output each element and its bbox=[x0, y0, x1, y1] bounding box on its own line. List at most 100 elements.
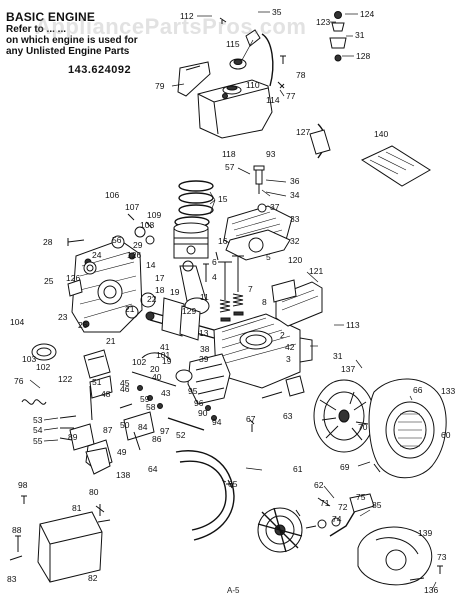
diagram-header: BASIC ENGINE Refer to ... ... on which e… bbox=[6, 10, 138, 76]
part-label: 60 bbox=[441, 430, 451, 440]
leader-lines bbox=[29, 11, 437, 591]
part-label: 121 bbox=[309, 266, 323, 276]
part-label: 75 bbox=[356, 492, 366, 502]
part-label: 19 bbox=[162, 356, 172, 366]
part-label: 139 bbox=[418, 528, 432, 538]
flywheel bbox=[313, 379, 375, 453]
part-label: 69 bbox=[340, 462, 350, 472]
part-label: 90 bbox=[198, 408, 208, 418]
part-label: 74 bbox=[332, 514, 342, 524]
page-code: A-5 bbox=[227, 586, 240, 595]
part-label: 71 bbox=[320, 498, 330, 508]
part-label: 137 bbox=[341, 364, 355, 374]
rod-bolts bbox=[203, 251, 219, 282]
screw-set-top bbox=[219, 17, 286, 99]
part-label: 26 bbox=[78, 320, 88, 330]
part-label: 67 bbox=[246, 414, 256, 424]
small-hardware-center bbox=[205, 405, 255, 489]
crankshaft bbox=[145, 297, 215, 341]
part-label: 7 bbox=[248, 284, 253, 294]
part-label: 101 bbox=[156, 350, 170, 360]
part-label: 57 bbox=[225, 162, 235, 172]
diagram-title: BASIC ENGINE bbox=[6, 10, 96, 24]
base-plate bbox=[37, 511, 103, 583]
gasket-102 bbox=[83, 349, 111, 379]
breather-plate bbox=[271, 279, 297, 303]
part-label: 115 bbox=[226, 39, 240, 49]
part-label: 43 bbox=[161, 388, 171, 398]
part-label: 46 bbox=[120, 384, 130, 394]
part-label: 122 bbox=[58, 374, 72, 384]
lever-assembly bbox=[119, 403, 155, 451]
part-label: 126 bbox=[66, 273, 80, 283]
part-label: 45 bbox=[120, 378, 130, 388]
gasket-122 bbox=[89, 375, 113, 399]
part-label: 37 bbox=[270, 202, 280, 212]
fuel-line bbox=[309, 123, 331, 159]
part-label: 20 bbox=[150, 364, 160, 374]
part-label: 97 bbox=[160, 426, 170, 436]
part-label: 123 bbox=[316, 17, 330, 27]
part-label: 136 bbox=[424, 585, 438, 595]
starter-handle-arm bbox=[329, 493, 375, 537]
part-label: 128 bbox=[356, 51, 370, 61]
part-label: 79 bbox=[155, 81, 165, 91]
part-label: 109 bbox=[147, 210, 161, 220]
part-label: 84 bbox=[138, 422, 148, 432]
part-label: 39 bbox=[199, 354, 209, 364]
part-label: 86 bbox=[152, 434, 162, 444]
header-note-line-3: any Unlisted Engine Parts bbox=[6, 46, 130, 57]
carburetor bbox=[175, 353, 231, 405]
part-label: 106 bbox=[105, 190, 119, 200]
part-label: 77 bbox=[286, 91, 296, 101]
part-label: 140 bbox=[374, 129, 388, 139]
part-label: 80 bbox=[89, 487, 99, 497]
part-label: 114 bbox=[266, 95, 280, 105]
part-label: 40 bbox=[152, 372, 162, 382]
lever-138 bbox=[85, 447, 111, 475]
part-label: 54 bbox=[33, 425, 43, 435]
part-label: 52 bbox=[176, 430, 186, 440]
recoil-starter-cover bbox=[357, 526, 433, 586]
part-label: 82 bbox=[88, 573, 98, 583]
part-label: 102 bbox=[132, 357, 146, 367]
part-label: 126 bbox=[127, 250, 141, 260]
part-label: 83 bbox=[7, 574, 17, 584]
part-label: 85 bbox=[372, 500, 382, 510]
ignition-module bbox=[261, 375, 305, 399]
part-label: 29 bbox=[133, 240, 143, 250]
spark-plug bbox=[253, 165, 265, 194]
governor-linkage bbox=[131, 352, 205, 431]
part-label: 2 bbox=[280, 330, 285, 340]
part-label: 103 bbox=[22, 354, 36, 364]
air-filter-element bbox=[360, 145, 431, 187]
part-label: 31 bbox=[333, 351, 343, 361]
part-label: 41 bbox=[160, 342, 170, 352]
head-gasket bbox=[225, 229, 291, 261]
part-label: 70 bbox=[358, 422, 368, 432]
part-label: 127 bbox=[296, 127, 310, 137]
part-label: 107 bbox=[125, 202, 139, 212]
brake-band bbox=[175, 450, 235, 541]
part-callouts: 112 35 124 123 31 128 115 78 79 110 77 1… bbox=[7, 7, 455, 595]
valve-springs bbox=[219, 293, 244, 322]
part-label: 104 bbox=[10, 317, 24, 327]
cylinder-block bbox=[213, 313, 313, 389]
part-label: 78 bbox=[296, 70, 306, 80]
hardware-bottom-left bbox=[9, 495, 111, 561]
part-label: 35 bbox=[272, 7, 282, 17]
tank-bracket bbox=[177, 61, 211, 97]
part-label: 66 bbox=[413, 385, 423, 395]
part-label: 6 bbox=[212, 257, 217, 267]
part-label: 118 bbox=[222, 149, 236, 159]
part-label: 16 bbox=[218, 236, 228, 246]
starter-pulley bbox=[257, 507, 303, 553]
part-label: 96 bbox=[194, 398, 204, 408]
part-label: 15 bbox=[218, 194, 228, 204]
part-label: 98 bbox=[18, 480, 28, 490]
part-label: 31 bbox=[355, 30, 365, 40]
part-label: 4 bbox=[212, 272, 217, 282]
part-label: 138 bbox=[116, 470, 130, 480]
